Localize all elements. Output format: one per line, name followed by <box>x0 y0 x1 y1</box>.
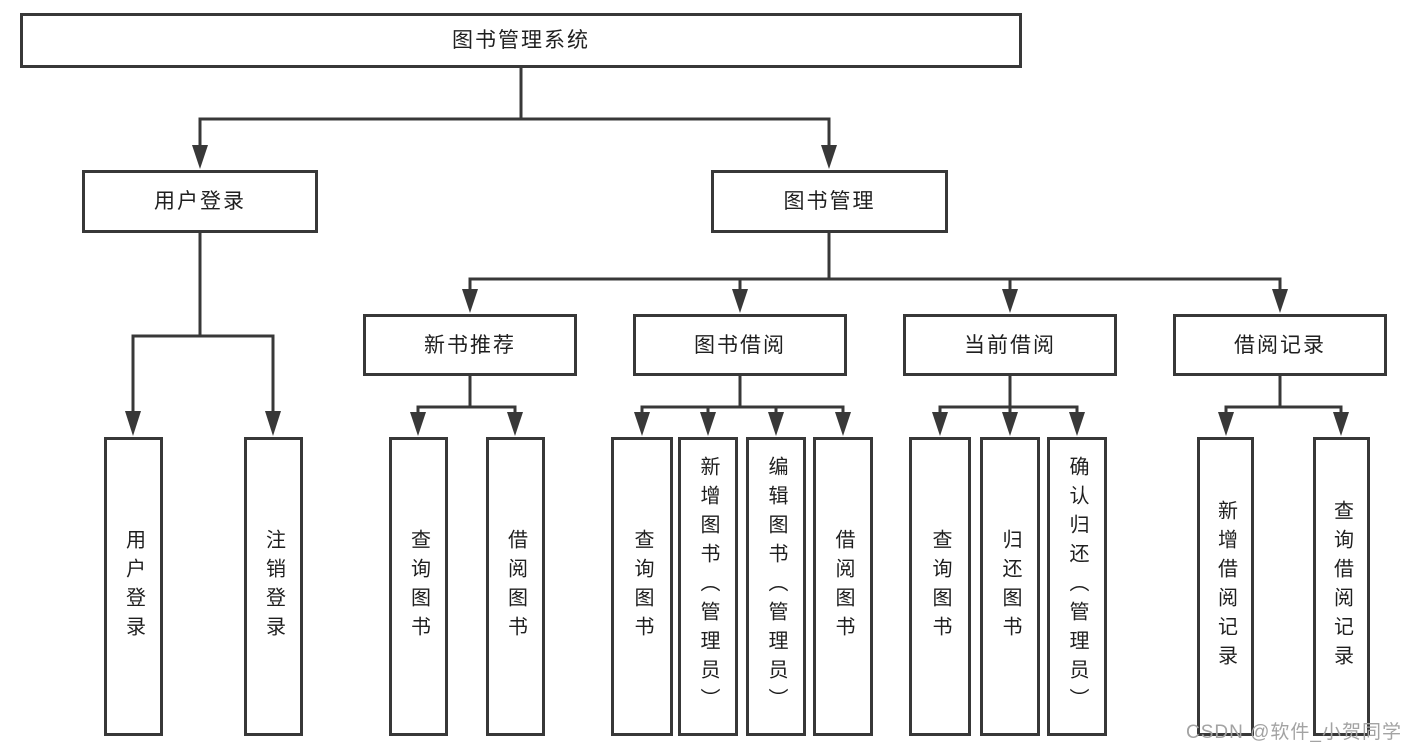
node-leaf-query-borrow-record: 查询借阅记录 <box>1313 437 1370 736</box>
node-label: 新书推荐 <box>424 333 516 357</box>
node-library-management-system: 图书管理系统 <box>20 13 1022 68</box>
node-leaf-return-book: 归还图书 <box>980 437 1040 736</box>
node-label: 编辑图书（管理员） <box>765 456 787 717</box>
node-label: 用户登录 <box>154 190 246 213</box>
node-current-borrowing: 当前借阅 <box>903 314 1117 376</box>
node-label: 查询图书 <box>407 528 430 645</box>
node-borrowing-records: 借阅记录 <box>1173 314 1387 376</box>
node-new-book-recommend: 新书推荐 <box>363 314 577 376</box>
node-leaf-edit-book-admin: 编辑图书（管理员） <box>746 437 806 736</box>
node-leaf-borrow-book-2: 借阅图书 <box>813 437 873 736</box>
node-leaf-borrow-book-1: 借阅图书 <box>486 437 545 736</box>
node-label: 查询图书 <box>929 528 951 645</box>
node-label: 图书管理 <box>783 190 876 213</box>
node-label: 查询借阅记录 <box>1330 499 1353 674</box>
node-leaf-add-borrow-record: 新增借阅记录 <box>1197 437 1254 736</box>
node-leaf-query-book-1: 查询图书 <box>389 437 448 736</box>
node-label: 图书借阅 <box>694 333 786 357</box>
node-label: 用户登录 <box>122 528 145 645</box>
node-leaf-query-book-2: 查询图书 <box>611 437 673 736</box>
node-user-login-branch: 用户登录 <box>82 170 318 233</box>
node-label: 借阅图书 <box>504 528 527 645</box>
node-leaf-confirm-return-admin: 确认归还（管理员） <box>1047 437 1107 736</box>
node-leaf-user-login: 用户登录 <box>104 437 163 736</box>
csdn-watermark: CSDN @软件_小贺同学 <box>1186 722 1402 743</box>
node-label: 新增借阅记录 <box>1214 499 1237 674</box>
node-label: 新增图书（管理员） <box>697 456 719 717</box>
node-label: 查询图书 <box>631 528 653 645</box>
node-label: 确认归还（管理员） <box>1066 456 1088 717</box>
node-label: 图书管理系统 <box>452 29 590 52</box>
node-book-borrowing: 图书借阅 <box>633 314 847 376</box>
node-label: 注销登录 <box>262 528 285 645</box>
node-leaf-logout: 注销登录 <box>244 437 303 736</box>
node-label: 借阅记录 <box>1234 333 1326 357</box>
node-label: 借阅图书 <box>832 528 854 645</box>
node-label: 当前借阅 <box>964 333 1056 357</box>
node-book-management-branch: 图书管理 <box>711 170 948 233</box>
node-leaf-add-book-admin: 新增图书（管理员） <box>678 437 738 736</box>
node-label: 归还图书 <box>999 528 1021 645</box>
node-leaf-query-book-3: 查询图书 <box>909 437 971 736</box>
